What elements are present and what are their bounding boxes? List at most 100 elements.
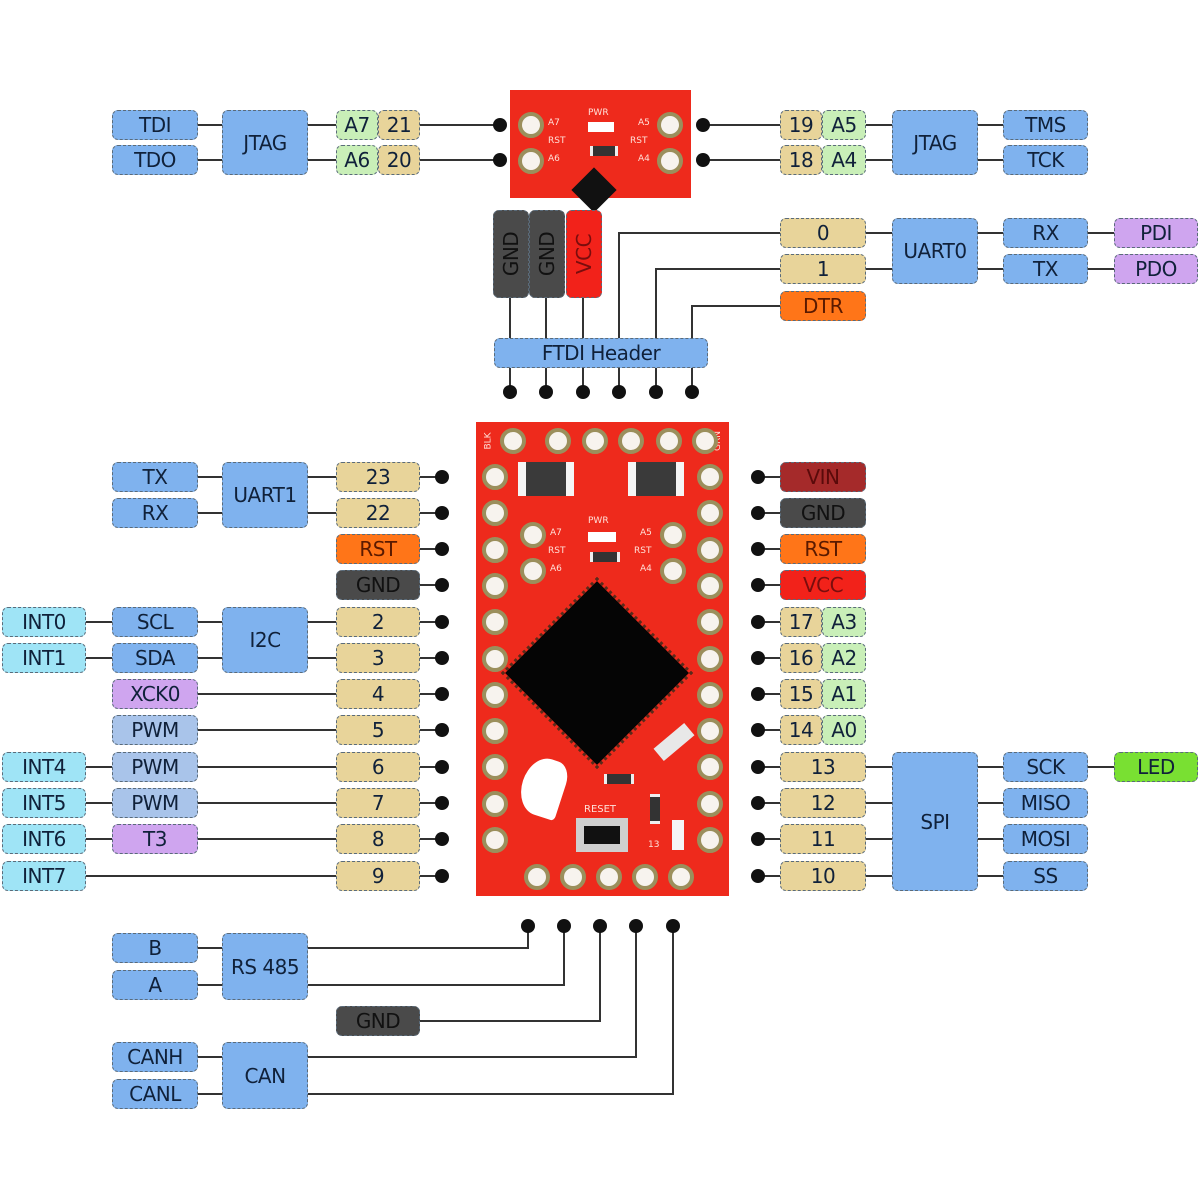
ftdi-gnd-2-text: GND [535, 231, 560, 277]
pin-8-label: 8 [336, 824, 420, 854]
dtr-label: DTR [780, 291, 866, 321]
board-pin-pad [482, 464, 508, 490]
board-pin-pad [618, 428, 644, 454]
board-pin-pad [697, 500, 723, 527]
int0-label: INT0 [2, 607, 86, 637]
reset-button[interactable] [576, 818, 628, 852]
connection-dot [685, 385, 699, 399]
int6-label: INT6 [2, 824, 86, 854]
miso-label: MISO [1003, 788, 1088, 818]
board-pin-pad [500, 428, 526, 454]
analog-a0-label: A0 [822, 715, 866, 745]
uart0-group: UART0 [892, 218, 978, 284]
connection-dot [751, 869, 765, 883]
pin-19-label: 19 [780, 110, 822, 140]
board-pin-pad [697, 754, 723, 781]
analog-a3-label: A3 [822, 607, 866, 637]
rs485-a-label: A [112, 970, 198, 1000]
board-pin-pad [697, 572, 723, 599]
xck0-label: XCK0 [112, 679, 198, 709]
board-silk-rst-r: RST [634, 546, 652, 556]
board-pwr-led [588, 532, 616, 542]
pdi-label: PDI [1114, 218, 1198, 248]
uart1-group: UART1 [222, 462, 308, 528]
pin-11-label: 11 [780, 824, 866, 854]
jtag-tck-label: TCK [1003, 145, 1088, 175]
connection-dot [539, 385, 553, 399]
can-group: CAN [222, 1042, 308, 1109]
pin-7-label: 7 [336, 788, 420, 818]
inner-pad-a6 [520, 558, 546, 584]
pin-15-label: 15 [780, 679, 822, 709]
connection-dot [751, 687, 765, 701]
analog-a1-label: A1 [822, 679, 866, 709]
connection-dot [593, 919, 607, 933]
connection-dot [629, 919, 643, 933]
pin-6-label: 6 [336, 752, 420, 782]
pin-10-label: 10 [780, 861, 866, 891]
board-pin-pad [482, 572, 508, 599]
sck-label: SCK [1003, 752, 1088, 782]
pin-16-label: 16 [780, 643, 822, 673]
jtag-tdi-label: TDI [112, 110, 198, 140]
board-pin-pad [482, 645, 508, 672]
canh-label: CANH [112, 1042, 198, 1072]
board-pin-pad [545, 428, 571, 454]
board-silk-pwr: PWR [588, 516, 609, 526]
led-label: LED [1114, 752, 1198, 782]
int5-label: INT5 [2, 788, 86, 818]
silk-blk: BLK [483, 432, 494, 450]
connection-dot [751, 723, 765, 737]
board-pin-pad [482, 718, 508, 745]
reset-button-cap[interactable] [584, 826, 620, 844]
pin-12-label: 12 [780, 788, 866, 818]
pin-23-label: 23 [336, 462, 420, 492]
board-pin-pad [482, 500, 508, 527]
board-pin-pad [697, 718, 723, 745]
analog-a4-label: A4 [822, 145, 866, 175]
mosi-label: MOSI [1003, 824, 1088, 854]
bottom-gnd-label: GND [336, 1006, 420, 1036]
spi-group: SPI [892, 752, 978, 891]
silk-rst-right: RST [630, 136, 648, 146]
rs485-group: RS 485 [222, 933, 308, 1000]
smd-resistor-1 [604, 774, 634, 784]
connection-dot [751, 542, 765, 556]
silk-rst-left: RST [548, 136, 566, 146]
connection-dot [696, 153, 710, 167]
uart1-tx-label: TX [112, 462, 198, 492]
ss-label: SS [1003, 861, 1088, 891]
board-pin-pad [692, 428, 718, 454]
connection-dot [751, 506, 765, 520]
connection-dot [435, 723, 449, 737]
silk-pwr: PWR [588, 108, 609, 118]
connection-dot [435, 760, 449, 774]
board-silk-a4: A4 [640, 564, 652, 574]
left-rst-label: RST [336, 534, 420, 564]
silk-a5: A5 [638, 118, 650, 128]
pin-4-label: 4 [336, 679, 420, 709]
jtag-tdo-label: TDO [112, 145, 198, 175]
pwr-led [588, 122, 614, 132]
silk-a4: A4 [638, 154, 650, 164]
main-board: BLK GRN A7 RST A6 PWR A5 RST A4 RESET 13 [476, 422, 729, 896]
resistor [590, 146, 618, 156]
right-gnd-label: GND [780, 498, 866, 528]
silk-13: 13 [648, 840, 660, 850]
pwm-7-label: PWM [112, 788, 198, 818]
board-silk-a7: A7 [550, 528, 562, 538]
board-pin-pad [697, 536, 723, 563]
sda-label: SDA [112, 643, 198, 673]
ftdi-vcc: VCC [566, 210, 602, 298]
ftdi-header-label: FTDI Header [494, 338, 708, 368]
pin-3-label: 3 [336, 643, 420, 673]
pin-17-label: 17 [780, 607, 822, 637]
connection-dot [435, 470, 449, 484]
smd-resistor-2 [650, 794, 660, 824]
connection-dot [751, 470, 765, 484]
analog-a5-label: A5 [822, 110, 866, 140]
pin-5-label: 5 [336, 715, 420, 745]
board-silk-a5: A5 [640, 528, 652, 538]
uart0-tx-label: TX [1003, 254, 1088, 284]
